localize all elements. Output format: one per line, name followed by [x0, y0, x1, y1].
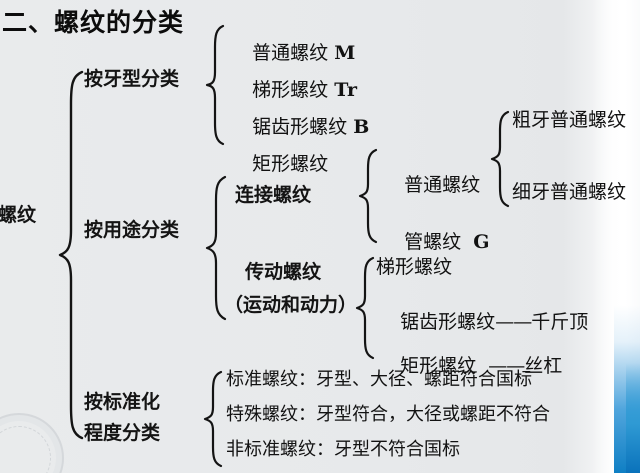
branch2-sub2-brace	[355, 256, 375, 360]
leaf-b1-1: 梯形螺纹 Tr	[228, 62, 357, 119]
root-label: 螺纹	[0, 204, 37, 226]
leaf-b1-0: 普通螺纹 M	[228, 25, 355, 82]
leaf-b2-s1-1-code: G	[473, 231, 490, 253]
branch1-label: 按牙型分类	[84, 68, 180, 90]
leaf-b2-s2-1-text: 锯齿形螺纹	[400, 311, 496, 333]
leaf-b1-2: 锯齿形螺纹 B	[228, 99, 369, 156]
leaf-b2-s2-1: 锯齿形螺纹——千斤顶	[400, 311, 589, 333]
leaf-b1-1-text: 梯形螺纹	[252, 79, 329, 101]
blue-accent-bar	[614, 305, 640, 473]
root-brace	[58, 70, 84, 440]
right-edge-sheen	[592, 0, 640, 473]
leaf-b2-s1-0-text: 普通螺纹	[404, 174, 481, 196]
leaf-b2-s2-0: 梯形螺纹	[376, 256, 453, 278]
blue-accent-bar-inner	[626, 363, 640, 473]
leaf-b1-1-code: Tr	[334, 79, 358, 101]
leaf-b2-s1-1-text: 管螺纹	[404, 231, 462, 253]
branch2-sub1-deep-brace	[490, 110, 510, 208]
branch2-sub2-label-line1: 传动螺纹	[245, 261, 322, 283]
leaf-b2-s1-1: 管螺纹 G	[380, 214, 490, 271]
watermark-stamp	[0, 413, 64, 473]
branch2-sub2-label-line2: （运动和动力）	[224, 294, 358, 316]
branch3-label-line1: 按标准化	[84, 391, 161, 413]
branch3-brace	[203, 370, 223, 468]
leaf-b1-3: 矩形螺纹	[228, 136, 334, 193]
leaf-b2-s2-2-text: 矩形螺纹	[400, 355, 477, 377]
leaf-b2-s2-1-note: 千斤顶	[531, 311, 589, 333]
branch3-label-line2: 程度分类	[84, 422, 161, 444]
branch1-brace	[205, 24, 225, 146]
leaf-b2-s2-2: 矩形螺纹 ——丝杠	[400, 355, 563, 377]
leaf-b1-0-text: 普通螺纹	[252, 42, 329, 64]
branch2-label: 按用途分类	[84, 219, 180, 241]
branch2-sub1-brace	[358, 148, 378, 244]
leaf-b3-2: 非标准螺纹：牙型不符合国标	[226, 439, 460, 460]
branch2-sub1-label: 连接螺纹	[235, 184, 312, 206]
leaf-b1-0-code: M	[334, 42, 356, 64]
leaf-b3-0: 标准螺纹：牙型、大径、螺距符合国标	[226, 369, 532, 390]
leaf-b1-2-text: 锯齿形螺纹	[252, 116, 348, 138]
leaf-b1-2-code: B	[353, 116, 370, 138]
leaf-b3-1: 特殊螺纹：牙型符合，大径或螺距不符合	[226, 404, 550, 425]
leaf-b2-s2-2-note: 丝杠	[524, 355, 563, 377]
leaf-b2-s1-deep-1: 细牙普通螺纹	[512, 181, 627, 203]
leaf-b2-s1-deep-0: 粗牙普通螺纹	[512, 109, 627, 131]
leaf-b2-s1-0: 普通螺纹	[380, 157, 480, 214]
page-title: 二、螺纹的分类	[2, 8, 185, 37]
leaf-b1-3-text: 矩形螺纹	[252, 153, 329, 175]
